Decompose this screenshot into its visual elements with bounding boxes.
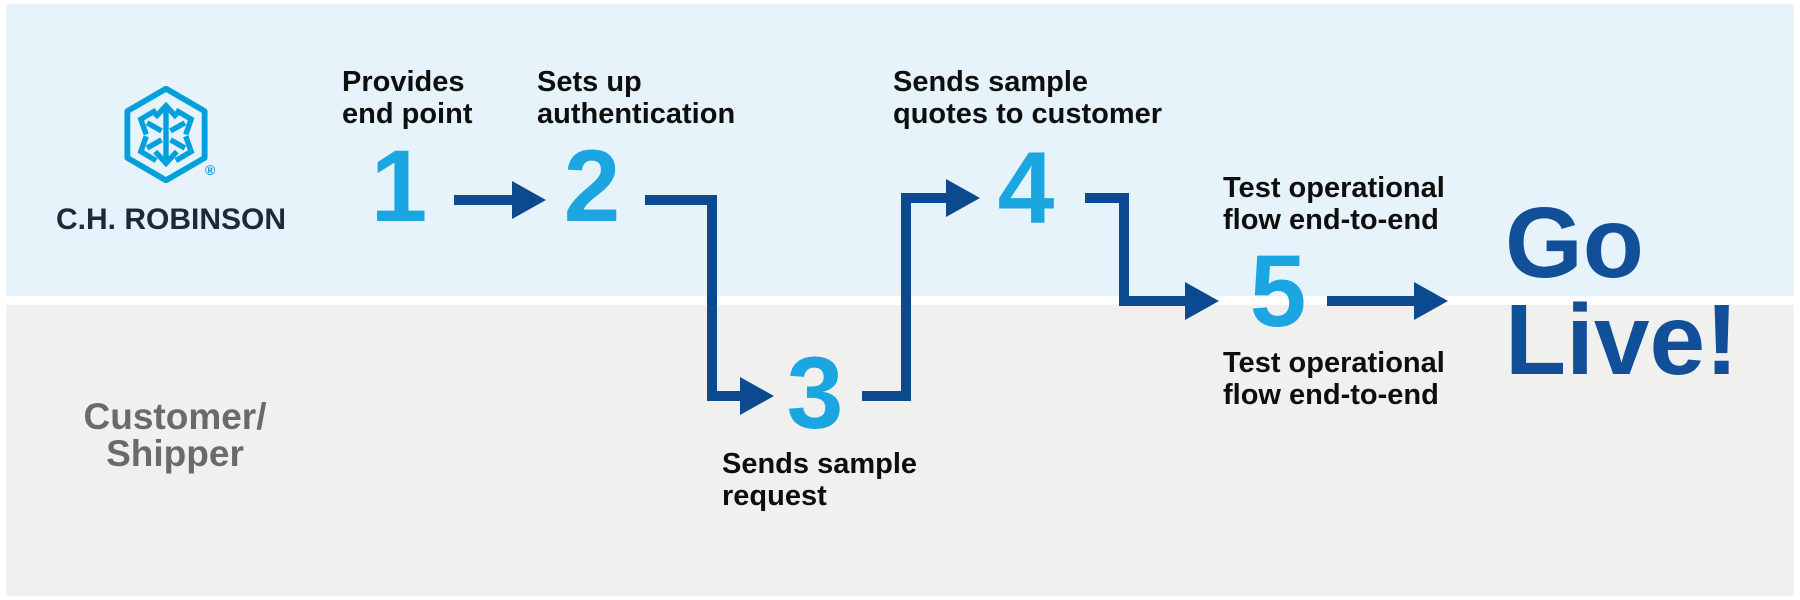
go-live-text: Go Live!: [1505, 187, 1739, 396]
step-1-label: Provides end point: [342, 66, 473, 130]
connector-arrow-5-golive: [1327, 282, 1448, 320]
lane-customer-shipper: [6, 305, 1794, 596]
connector-arrow-2-3: [645, 195, 774, 415]
registered-trademark-icon: ®: [205, 162, 216, 178]
customer-shipper-lane-label: Customer/ Shipper: [83, 396, 267, 474]
step-1-number: 1: [370, 129, 428, 243]
step-5-number: 5: [1249, 234, 1307, 348]
lane-chrobinson: [6, 4, 1794, 296]
step-4-label: Sends sample quotes to customer: [893, 66, 1163, 130]
step-5-label-bottom: Test operational flow end-to-end: [1223, 347, 1445, 411]
step-3-label: Sends sample request: [722, 448, 918, 512]
connector-arrow-1-2: [454, 181, 546, 219]
connector-arrow-4-5: [1085, 193, 1219, 320]
chr-hexagon-logo-icon: [124, 86, 208, 183]
step-2-label: Sets up authentication: [537, 66, 736, 130]
connector-arrow-3-4: [862, 179, 980, 401]
step-4-number: 4: [997, 131, 1055, 245]
step-3-number: 3: [786, 336, 844, 450]
step-5-label-top: Test operational flow end-to-end: [1223, 172, 1445, 236]
step-2-number: 2: [563, 129, 621, 243]
chr-logo-wordmark: C.H. ROBINSON: [56, 203, 287, 236]
